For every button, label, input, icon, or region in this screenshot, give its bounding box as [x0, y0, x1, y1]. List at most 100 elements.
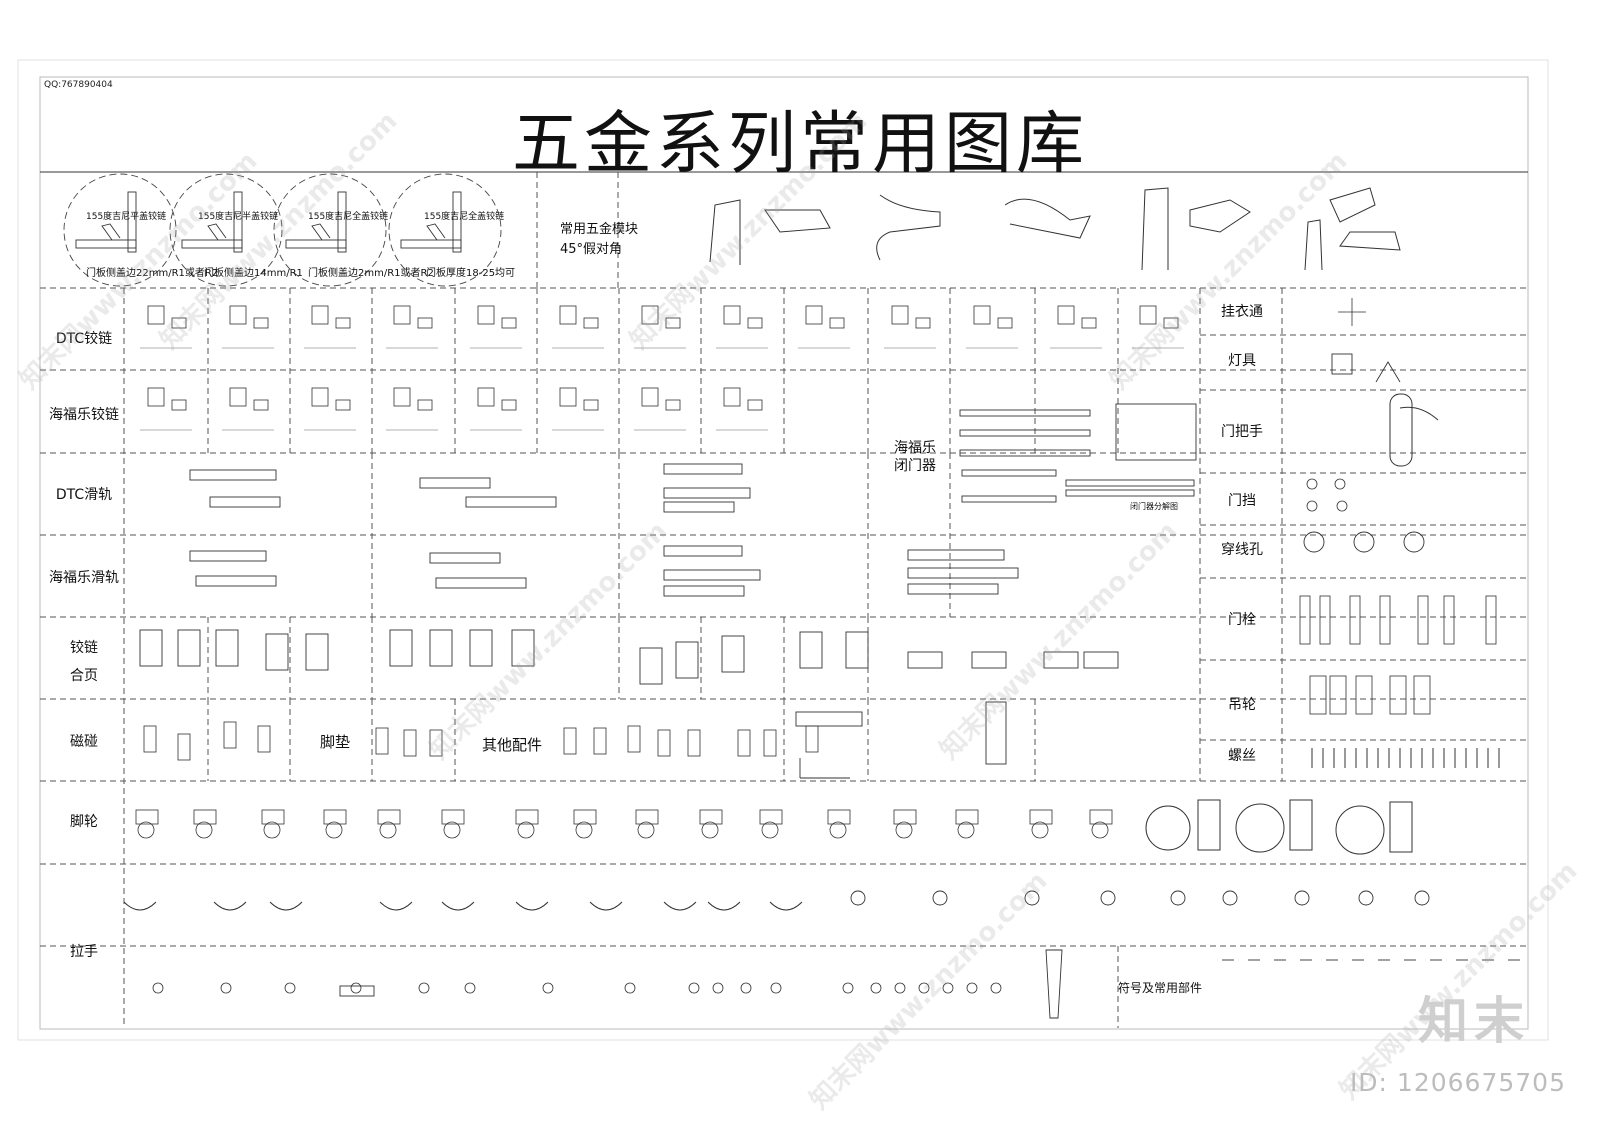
category-hafele-closer-1: 海福乐 [894, 440, 936, 456]
door-bolt-6 [1485, 595, 1497, 645]
hinge-sample-label-2: 门板侧盖边14mm/R1 [204, 268, 303, 279]
corner-sketch-2 [876, 194, 941, 261]
hinge-glyph-a-9-0 [891, 305, 909, 325]
hinge-detail-panel-2 [337, 191, 347, 253]
door-stop-3 [1336, 500, 1348, 512]
hinge-sample-label-4: 门板厚度18-25均可 [426, 268, 516, 279]
hinge-glyph-b-2-0 [335, 317, 351, 329]
hinge-detail-circle-2 [273, 173, 387, 287]
hinge-leaf-9 [639, 647, 663, 685]
category-cable-hole: 穿线孔 [1221, 542, 1263, 558]
pull-handle-4 [441, 901, 475, 911]
hinge-leaf-5 [389, 629, 413, 667]
knob-6 [1294, 890, 1310, 906]
door-stop-1 [1334, 478, 1346, 490]
category-hinge-leaf-2: 合页 [70, 668, 98, 684]
hinge-glyph-b-5-1 [583, 399, 599, 411]
closer-exploded-note: 闭门器分解图 [1130, 502, 1178, 511]
caster-mount-0 [135, 809, 159, 825]
category-lamp: 灯具 [1228, 353, 1256, 369]
slide-rail-5 [195, 575, 277, 587]
hinge-sample-note-4: 155度吉尼全盖铰链 [424, 212, 505, 222]
closer-bar-6 [1065, 489, 1195, 497]
closer-bar-2 [959, 449, 1091, 457]
slide-rail-7 [435, 577, 527, 589]
small-part-13 [763, 729, 777, 757]
door-handle-plate [1389, 393, 1413, 467]
small-knob-7 [624, 982, 636, 994]
hinge-leaf-11 [721, 635, 745, 673]
door-stop-2 [1306, 500, 1318, 512]
door-bolt-4 [1417, 595, 1429, 645]
concealed-hinge-2 [1043, 651, 1079, 669]
hinge-glyph-a-0-0 [147, 305, 165, 325]
hinge-glyph-b-7-1 [747, 399, 763, 411]
small-knob-17 [966, 982, 978, 994]
caster-wheel-13 [957, 821, 975, 839]
pull-handle-1 [213, 901, 247, 911]
hinge-glyph-b-11-0 [1081, 317, 1097, 329]
hinge-detail-circle-0 [63, 173, 177, 287]
category-hafele-hinge: 海福乐铰链 [49, 407, 119, 423]
category-hinge-leaf-1: 铰链 [70, 640, 98, 656]
hinge-glyph-b-10-0 [997, 317, 1013, 329]
brand-watermark: 知末 [1418, 992, 1530, 1050]
drawing-id: ID: 1206675705 [1349, 1068, 1566, 1097]
door-stop-0 [1306, 478, 1318, 490]
module-note-line2: 45°假对角 [560, 242, 623, 257]
slide-rail-9 [663, 487, 751, 499]
category-foot-pad: 脚垫 [319, 733, 350, 751]
pull-handle-3 [379, 901, 413, 911]
small-part-12 [737, 729, 751, 757]
category-dtc-slide: DTC滑轨 [55, 487, 113, 503]
small-knob-0 [152, 982, 164, 994]
hang-wheel-4 [1413, 675, 1431, 715]
hinge-glyph-b-2-1 [335, 399, 351, 411]
caster-mount-14 [1029, 809, 1053, 825]
hinge-sample-note-1: 155度吉尼平盖铰链 [86, 212, 167, 222]
hinge-sample-note-3: 155度吉尼全盖铰链 [308, 212, 389, 222]
slide-rail-3 [465, 496, 557, 508]
large-caster-wheel-1 [1235, 803, 1285, 853]
knob-5 [1222, 890, 1238, 906]
closer-bar-1 [959, 429, 1091, 437]
caster-mount-4 [377, 809, 401, 825]
caster-wheel-10 [761, 821, 779, 839]
hinge-glyph-a-12-0 [1139, 305, 1157, 325]
caster-mount-10 [759, 809, 783, 825]
small-part-1 [177, 733, 191, 761]
hinge-detail-panel-1 [233, 191, 243, 253]
category-dtc-hinge: DTC铰链 [55, 331, 113, 347]
closer-bar-3 [961, 469, 1057, 477]
slide-rail-1 [209, 496, 281, 508]
lamp-a [1331, 353, 1353, 375]
qq-contact: QQ:767890404 [44, 80, 113, 90]
door-bolt-2 [1349, 595, 1361, 645]
small-part-2 [223, 721, 237, 749]
hinge-detail-arm-2 [311, 223, 331, 241]
hinge-glyph-a-1-0 [229, 305, 247, 325]
hang-wheel-1 [1329, 675, 1347, 715]
slide-rail-16 [663, 585, 745, 597]
large-caster-wheel-0 [1145, 805, 1191, 851]
category-door-stop: 门挡 [1228, 493, 1256, 509]
small-knob-1 [220, 982, 232, 994]
hinge-sample-label-3: 门板侧盖边2mm/R1或者R2 [308, 268, 434, 279]
pull-handle-5 [515, 901, 549, 911]
closer-bar-4 [961, 495, 1057, 503]
hinge-glyph-a-3-0 [393, 305, 411, 325]
caster-mount-7 [573, 809, 597, 825]
knob-0 [850, 890, 866, 906]
hinge-glyph-a-3-1 [393, 387, 411, 407]
caster-wheel-8 [637, 821, 655, 839]
pull-handle-2 [269, 901, 303, 911]
slide-rail-11 [907, 549, 1005, 561]
hinge-leaf-6 [429, 629, 453, 667]
caster-wheel-0 [137, 821, 155, 839]
small-knob-16 [942, 982, 954, 994]
hinge-leaf-2 [215, 629, 239, 667]
caster-mount-12 [893, 809, 917, 825]
pull-handle-7 [663, 901, 697, 911]
